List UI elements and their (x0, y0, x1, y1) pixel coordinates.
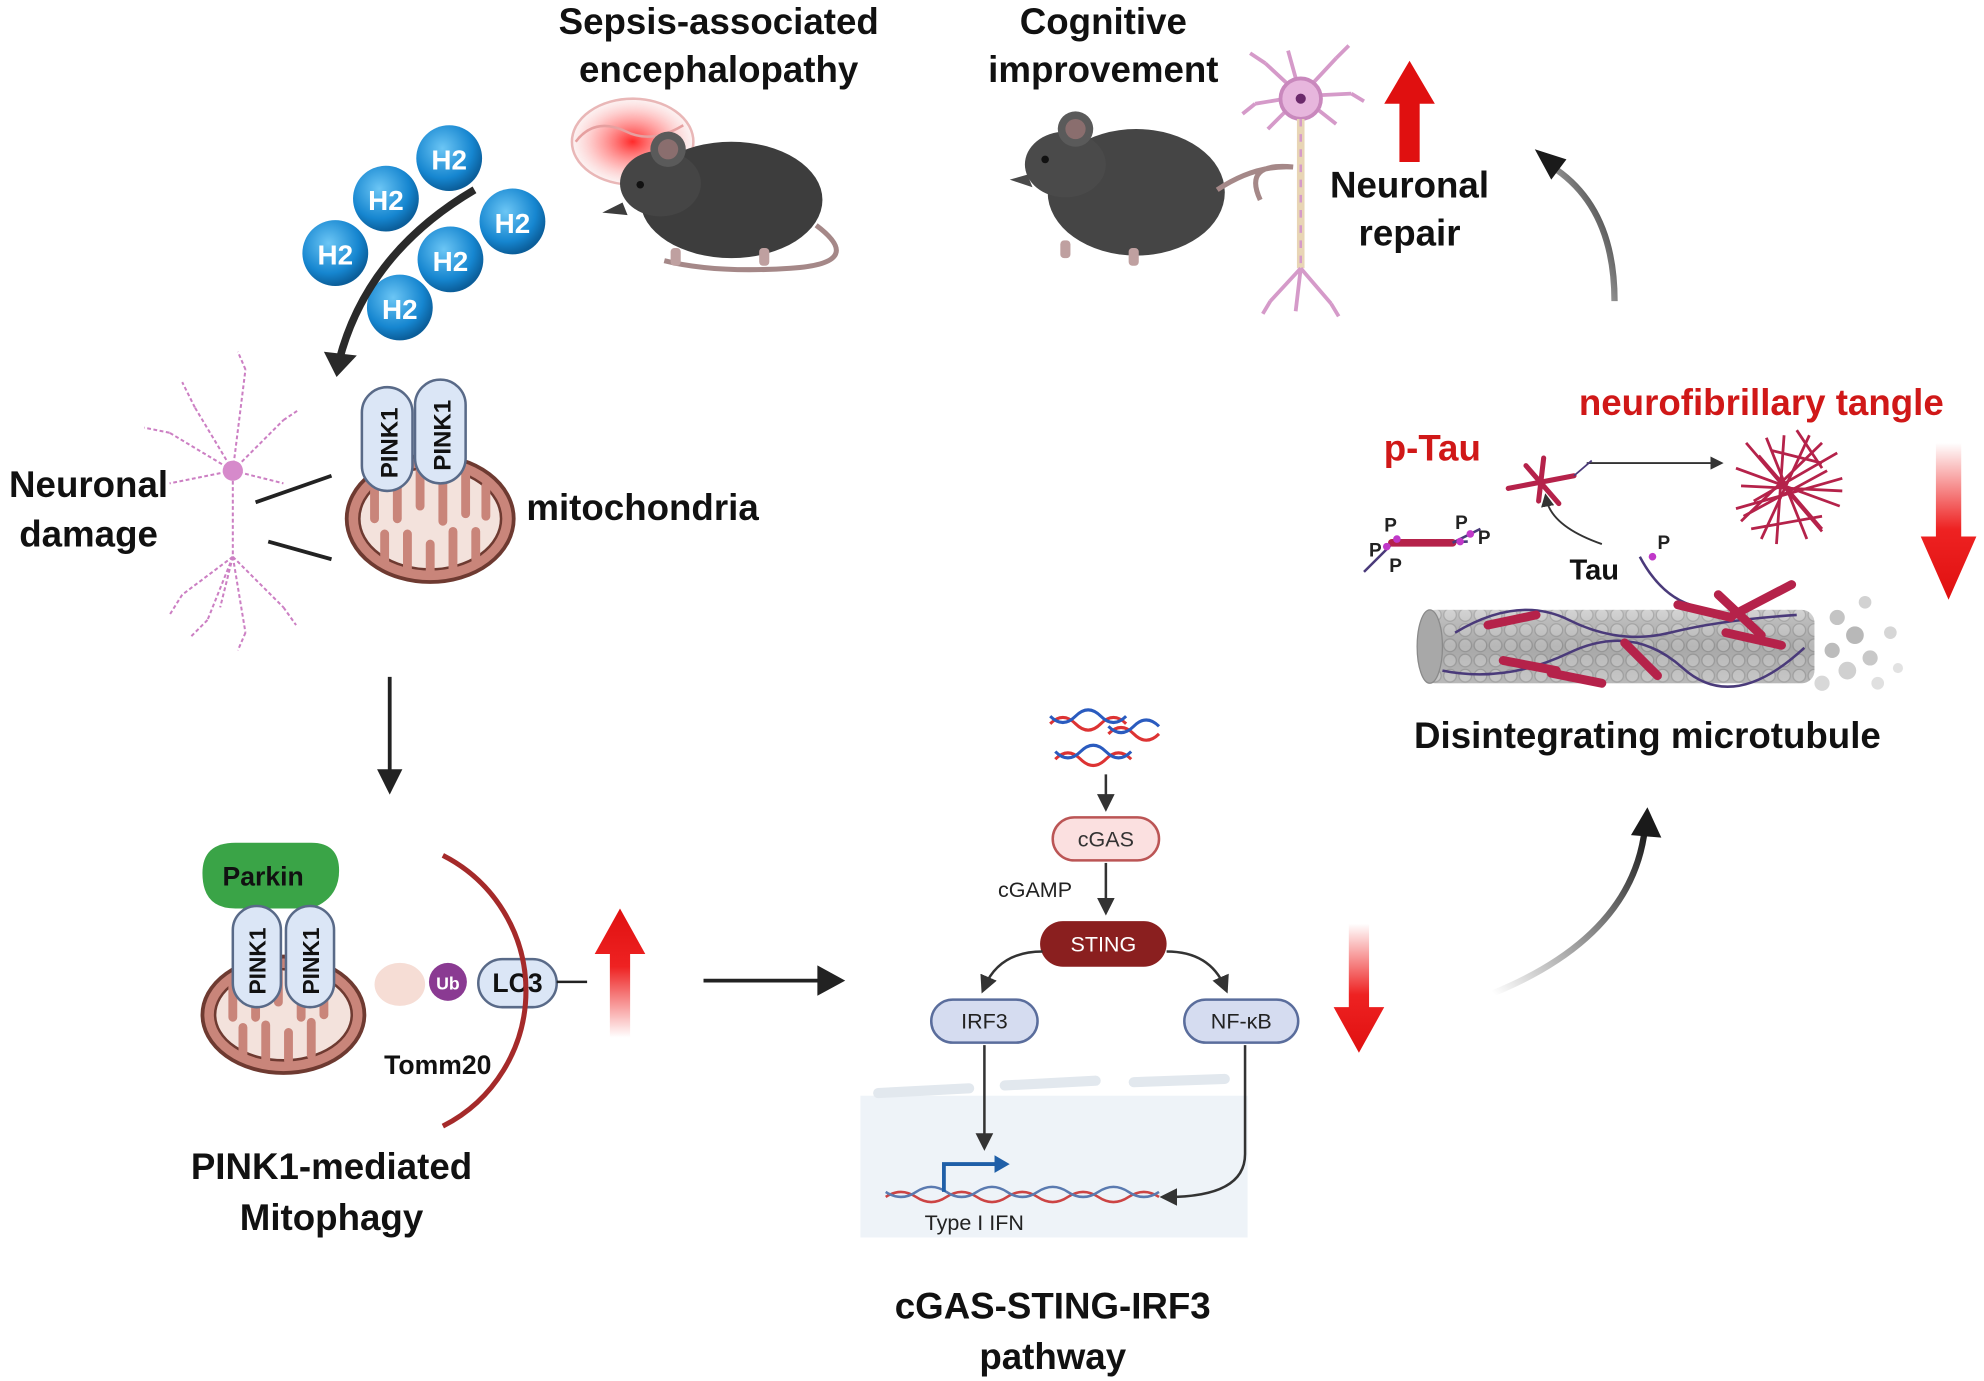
cytosolic-dna-icon (1049, 708, 1161, 768)
svg-text:H2: H2 (368, 185, 404, 216)
h2-molecule: H2 (353, 165, 419, 232)
repair-label-line2: repair (1359, 212, 1461, 253)
svg-text:IRF3: IRF3 (961, 1010, 1008, 1034)
mitophagy-increase-arrow-icon (594, 908, 646, 1038)
repair-label-line1: Neuronal (1330, 164, 1489, 205)
pathway-title-line2: pathway (979, 1336, 1126, 1377)
phospho-label: P (1369, 541, 1382, 562)
sepsis-label-line2: encephalopathy (579, 49, 859, 90)
pink1-protein-right: PINK1 (413, 378, 467, 485)
svg-text:LC3: LC3 (492, 968, 542, 998)
phosphorylated-tau-strand (1363, 527, 1481, 573)
svg-text:H2: H2 (318, 239, 354, 270)
increase-arrow-icon (1384, 60, 1435, 162)
neuronal-damage-line2: damage (19, 514, 158, 555)
parkin-protein: Parkin (202, 842, 340, 909)
pink1-protein-mitophagy-right: PINK1 (284, 904, 336, 1009)
sting-node: STING (1040, 921, 1167, 967)
cognitive-label-line1: Cognitive (1020, 1, 1187, 42)
h2-action-arrow (335, 186, 477, 362)
h2-molecule: H2 (479, 188, 546, 255)
svg-text:H2: H2 (382, 294, 418, 325)
h2-molecule: H2 (302, 220, 369, 286)
microtubule-to-repair-arrow (1554, 166, 1618, 302)
h2-molecule: H2 (416, 125, 483, 192)
sepsis-label-line1: Sepsis-associated (559, 1, 879, 42)
pathway-decrease-arrow-icon (1333, 923, 1385, 1053)
phospho-label: P (1478, 528, 1491, 549)
svg-text:STING: STING (1070, 933, 1136, 957)
svg-text:Ub: Ub (436, 973, 460, 993)
svg-text:PINK1: PINK1 (245, 927, 271, 994)
cognitive-label-line2: improvement (988, 49, 1218, 90)
tomm20-protein (374, 962, 426, 1006)
nfkb-node: NF-κB (1183, 998, 1300, 1044)
irf3-node: IRF3 (929, 998, 1039, 1044)
repaired-neuron-icon (1241, 44, 1365, 318)
nucleus-region (860, 1073, 1248, 1238)
autophagosome-membrane (441, 853, 529, 1129)
svg-text:PINK1: PINK1 (376, 408, 403, 479)
transcription-start-icon (942, 1162, 1000, 1192)
pathway-title-line1: cGAS-STING-IRF3 (895, 1285, 1211, 1326)
svg-text:H2: H2 (433, 246, 469, 277)
p-tau-label: p-Tau (1384, 428, 1481, 469)
h2-molecule: H2 (417, 226, 484, 293)
mitophagy-title-line2: Mitophagy (240, 1197, 424, 1238)
svg-text:PINK1: PINK1 (429, 400, 456, 471)
damaged-neuron-icon (144, 351, 300, 651)
svg-text:H2: H2 (495, 208, 531, 239)
microtubule-label: Disintegrating microtubule (1414, 715, 1881, 756)
neurofibrillary-tangle-icon (1735, 429, 1843, 545)
cgamp-label: cGAMP (998, 878, 1072, 902)
gene-dna-strand (885, 1185, 1160, 1204)
phospho-label: P (1455, 513, 1468, 534)
mitophagy-mitochondria-icon (200, 954, 367, 1075)
lc3-protein: LC3 (477, 957, 558, 1009)
h2-molecule: H2 (366, 274, 433, 341)
tomm20-label: Tomm20 (384, 1050, 491, 1080)
phospho-label: P (1658, 533, 1671, 554)
sepsis-mouse-illustration (570, 97, 839, 273)
disintegrating-microtubule-icon (1416, 595, 1904, 691)
svg-text:NF-κB: NF-κB (1211, 1010, 1272, 1034)
neuronal-damage-line1: Neuronal (9, 464, 168, 505)
tangle-decrease-arrow-icon (1920, 442, 1977, 600)
recovered-mouse-illustration (1009, 111, 1294, 266)
svg-text:H2: H2 (431, 145, 467, 176)
phospho-label: P (1384, 515, 1397, 536)
tau-label: Tau (1569, 555, 1619, 587)
neurofibrillary-tangle-label: neurofibrillary tangle (1579, 382, 1944, 423)
type1-ifn-label: Type I IFN (925, 1211, 1024, 1235)
h2-molecules: H2 H2 H2 H2 H2 H2 (302, 125, 546, 341)
pathway-to-microtubule-arrow (1491, 828, 1649, 997)
svg-text:cGAS: cGAS (1078, 827, 1134, 851)
cgas-node: cGAS (1051, 816, 1161, 862)
phospho-label: P (1389, 556, 1402, 577)
ubiquitin-tag: Ub (428, 962, 467, 1001)
mitophagy-title-line1: PINK1-mediated (191, 1146, 472, 1187)
mitochondria-label: mitochondria (526, 487, 759, 528)
tau-on-microtubule (1442, 556, 1806, 688)
svg-text:PINK1: PINK1 (298, 927, 324, 994)
pink1-protein-left: PINK1 (360, 385, 414, 493)
pink1-protein-mitophagy-left: PINK1 (231, 904, 283, 1009)
svg-text:Parkin: Parkin (223, 862, 304, 892)
p-tau-fibril-icon (1505, 455, 1577, 507)
